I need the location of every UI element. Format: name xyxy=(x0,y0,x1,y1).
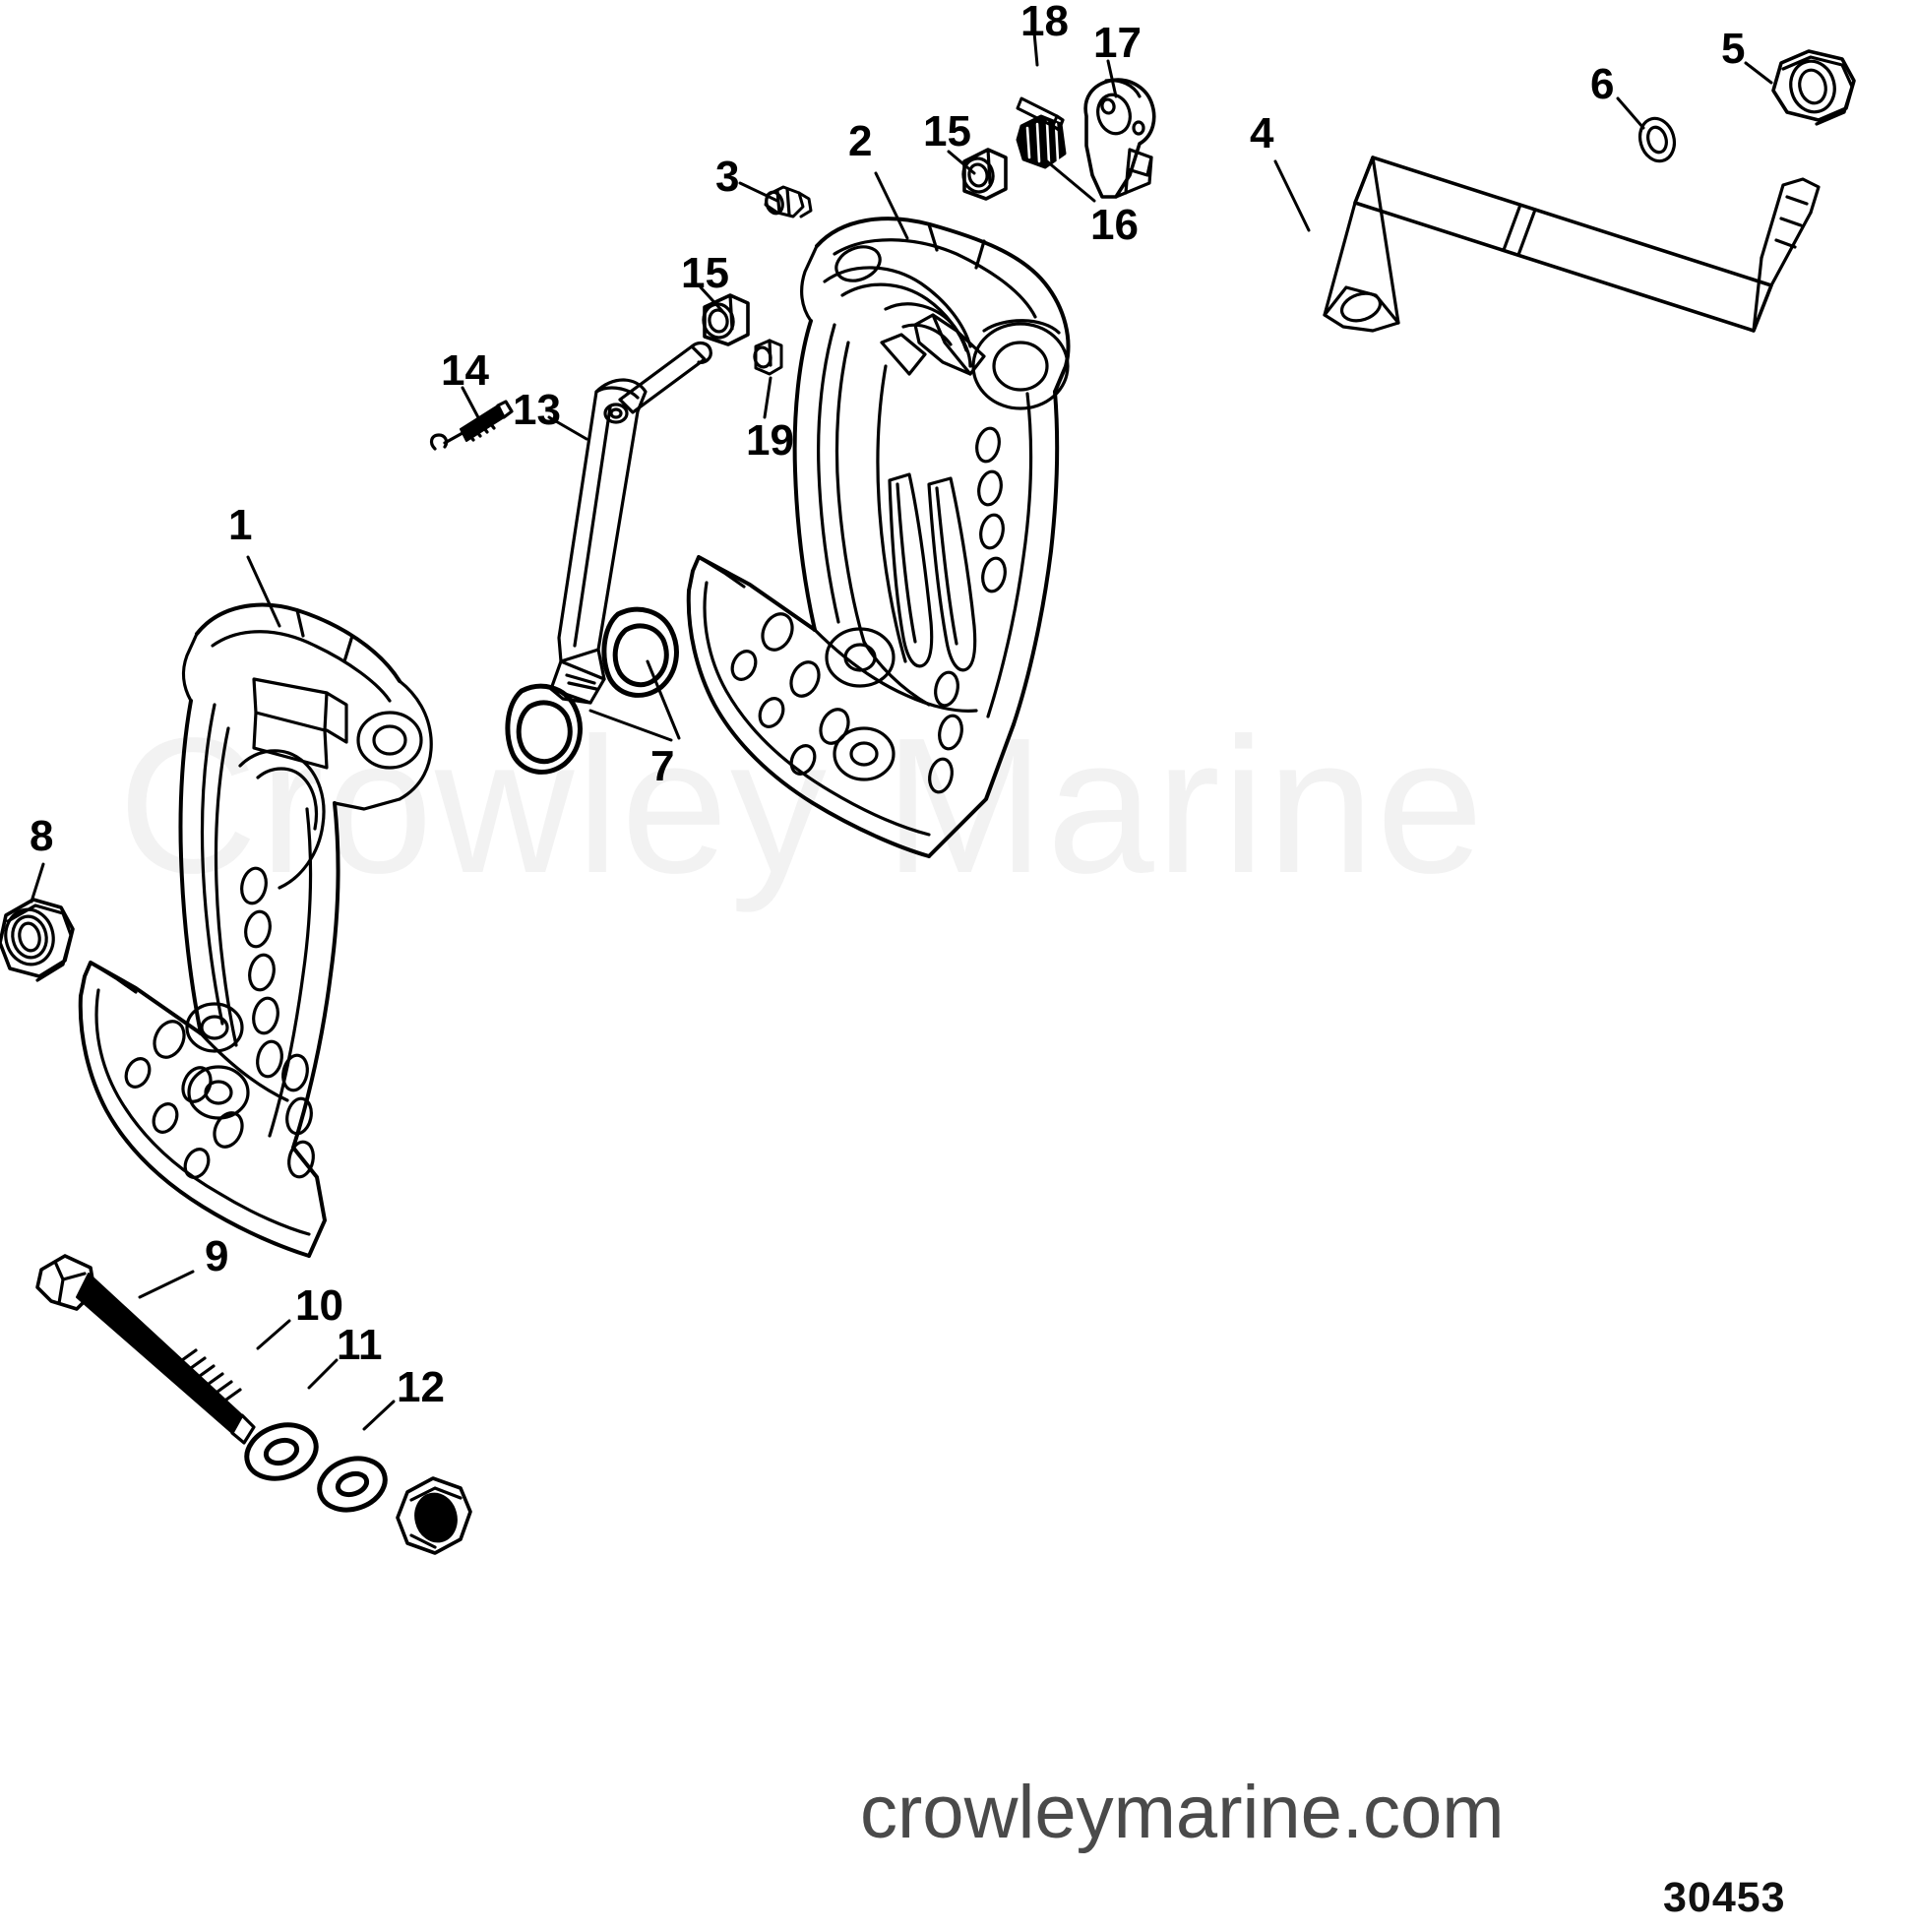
part-nut-locking xyxy=(396,1476,472,1555)
callout-3[interactable]: 3 xyxy=(715,153,740,201)
callout-4[interactable]: 4 xyxy=(1250,109,1274,157)
part-pivot-shaft xyxy=(1323,156,1821,333)
part-cam-lever xyxy=(1083,78,1156,199)
part-roll-pin xyxy=(1016,96,1065,132)
part-bushing-upper-left xyxy=(702,293,750,346)
part-seal-gasket-upper xyxy=(601,606,679,698)
callout-1[interactable]: 1 xyxy=(228,501,253,549)
callout-12[interactable]: 12 xyxy=(397,1363,445,1411)
callout-8[interactable]: 8 xyxy=(30,812,54,860)
part-tilt-lock-lever xyxy=(549,341,712,705)
part-nut-shaft xyxy=(1771,49,1856,126)
part-transom-bracket-port xyxy=(78,602,433,1258)
callout-19[interactable]: 19 xyxy=(746,416,794,465)
part-grease-fitting xyxy=(764,185,813,218)
part-bushing-upper-right xyxy=(961,148,1008,201)
callout-6[interactable]: 6 xyxy=(1590,60,1615,108)
callout-18[interactable]: 18 xyxy=(1020,0,1069,45)
part-bushing-cam xyxy=(1016,114,1067,169)
part-nut-large xyxy=(0,898,75,982)
callout-2[interactable]: 2 xyxy=(848,117,873,165)
callout-13[interactable]: 13 xyxy=(513,386,561,434)
drawing-number: 30453 xyxy=(1663,1874,1786,1921)
part-bushing-small xyxy=(753,339,783,376)
leader-lines xyxy=(30,20,1773,1431)
callout-11[interactable]: 11 xyxy=(337,1321,383,1369)
footer-site-url[interactable]: crowleymarine.com xyxy=(860,1771,1505,1854)
callout-10[interactable]: 10 xyxy=(295,1281,343,1330)
callout-5[interactable]: 5 xyxy=(1721,25,1746,73)
part-washer-flat xyxy=(244,1422,319,1481)
callout-9[interactable]: 9 xyxy=(205,1232,229,1280)
callout-15[interactable]: 15 xyxy=(681,249,729,297)
part-transom-bracket-starboard xyxy=(686,217,1071,858)
part-washer-lock xyxy=(317,1456,388,1513)
callout-7[interactable]: 7 xyxy=(650,742,675,790)
callout-15-right[interactable]: 15 xyxy=(923,107,971,156)
part-bolt-hex-head xyxy=(35,1254,256,1445)
part-spring-return xyxy=(429,400,514,451)
part-washer-shaft xyxy=(1637,116,1677,163)
callout-16[interactable]: 16 xyxy=(1090,201,1139,249)
callout-14[interactable]: 14 xyxy=(441,346,489,395)
callout-17[interactable]: 17 xyxy=(1093,19,1142,67)
